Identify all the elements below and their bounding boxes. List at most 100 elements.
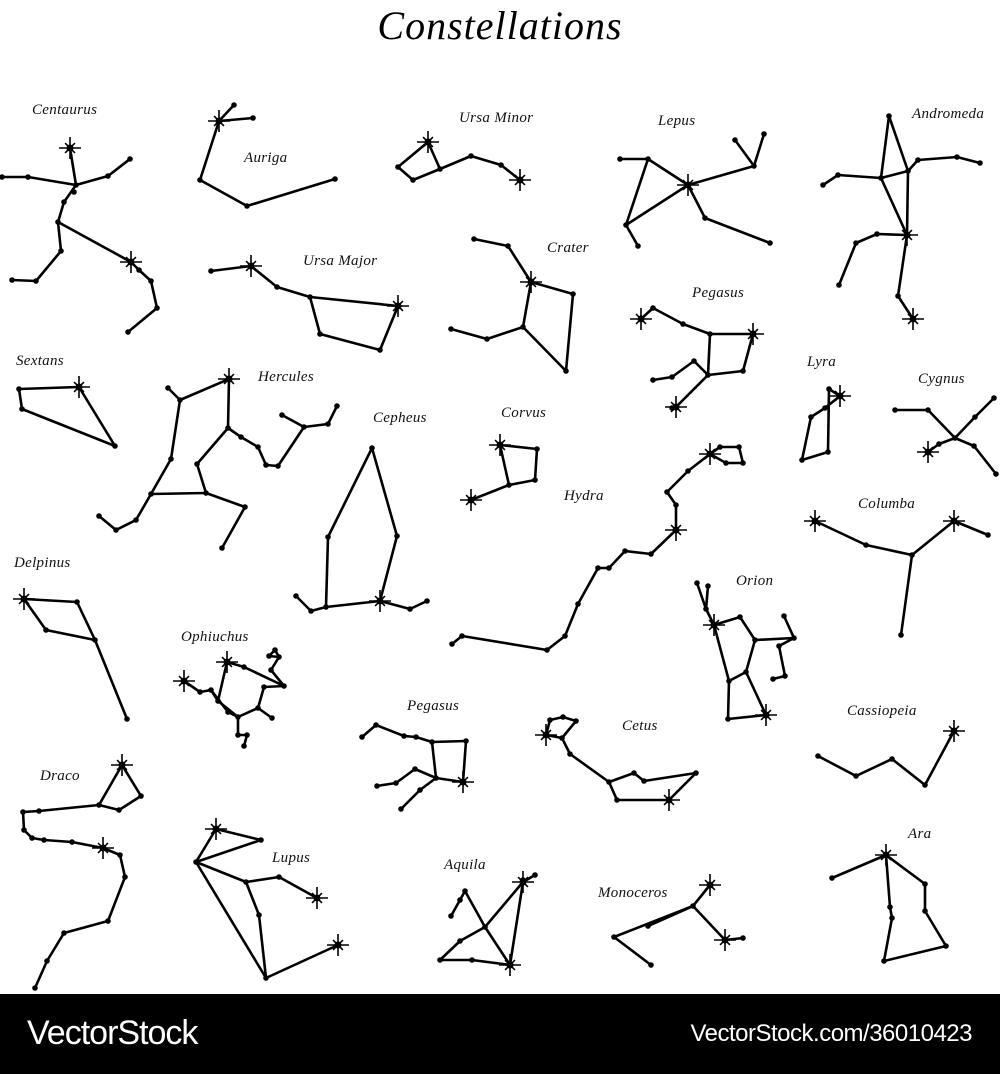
star-dot xyxy=(275,463,281,469)
star-dot xyxy=(424,598,430,604)
constellation-delpinus xyxy=(13,588,130,722)
constellation-line xyxy=(44,628,97,642)
star-dot xyxy=(468,153,474,159)
bright-star-dot xyxy=(459,778,467,786)
constellation-line xyxy=(438,154,473,171)
constellation-line xyxy=(890,757,927,787)
bright-star-dot xyxy=(665,796,673,804)
star-dot xyxy=(648,962,654,968)
bright-star-dot xyxy=(215,117,223,125)
constellation-line xyxy=(280,413,306,429)
star-dot xyxy=(308,608,314,614)
constellation-line xyxy=(836,173,883,180)
star-dot xyxy=(21,827,27,833)
constellation-label: Ara xyxy=(908,826,932,842)
constellation-line xyxy=(521,280,533,329)
star-dot xyxy=(69,839,75,845)
star-dot xyxy=(886,113,892,119)
constellation-line xyxy=(816,754,858,778)
star-dot xyxy=(274,284,280,290)
star-dot xyxy=(393,780,399,786)
bright-star-dot xyxy=(903,231,911,239)
constellation-line xyxy=(114,518,138,532)
star-dot xyxy=(717,444,723,450)
bright-star-dot xyxy=(75,383,83,391)
star-dot xyxy=(459,633,465,639)
constellation-cassiopeia xyxy=(815,720,965,788)
constellation-line xyxy=(308,295,322,336)
star-dot xyxy=(244,732,250,738)
constellation-line xyxy=(498,443,511,487)
constellation-line xyxy=(262,684,286,689)
star-dot xyxy=(359,734,365,740)
bright-star-dot xyxy=(684,181,692,189)
constellation-line xyxy=(879,169,910,180)
constellation-line xyxy=(712,615,742,627)
star-dot xyxy=(726,678,732,684)
constellation-line xyxy=(607,549,627,570)
constellation-line xyxy=(926,408,957,440)
constellation-line xyxy=(269,668,286,688)
star-dot xyxy=(225,425,231,431)
constellation-line xyxy=(470,958,512,967)
constellation-line xyxy=(521,325,568,373)
constellation-line xyxy=(449,327,489,341)
star-dot xyxy=(606,565,612,571)
star-dot xyxy=(276,654,282,660)
star-dot xyxy=(293,593,299,599)
star-dot xyxy=(693,770,699,776)
constellation-line xyxy=(485,325,525,341)
constellation-line xyxy=(733,138,756,168)
star-dot xyxy=(702,215,708,221)
star-dot xyxy=(853,773,859,779)
bright-star-dot xyxy=(749,330,757,338)
star-dot xyxy=(705,583,711,589)
star-dot xyxy=(235,714,241,720)
bright-star-dot xyxy=(527,278,535,286)
constellation-line xyxy=(56,220,63,253)
constellation-line xyxy=(670,359,696,379)
constellation-line xyxy=(879,176,909,237)
constellation-crater xyxy=(448,236,576,374)
constellation-line xyxy=(545,634,567,652)
watermark-footer: VectorStock VectorStock.com/36010423 xyxy=(0,994,1000,1074)
constellation-line xyxy=(277,875,319,900)
bright-star-dot xyxy=(127,258,135,266)
star-dot xyxy=(281,683,287,689)
bright-star-dot xyxy=(247,262,255,270)
bright-star-dot xyxy=(710,621,718,629)
constellation-line xyxy=(887,114,910,173)
bright-star-dot xyxy=(909,315,917,323)
star-dot xyxy=(820,182,826,188)
constellation-line xyxy=(37,803,101,813)
constellation-line xyxy=(430,740,438,780)
star-dot xyxy=(33,278,39,284)
constellation-line xyxy=(695,581,708,611)
constellation-line xyxy=(612,935,653,967)
constellation-line xyxy=(178,377,231,402)
constellation-line xyxy=(651,306,685,326)
constellation-line xyxy=(302,422,330,429)
star-dot xyxy=(125,329,131,335)
constellation-label: Cygnus xyxy=(918,371,965,387)
star-dot xyxy=(258,837,264,843)
star-dot xyxy=(243,879,249,885)
star-dot xyxy=(570,291,576,297)
star-dot xyxy=(71,189,77,195)
star-dot xyxy=(641,778,647,784)
star-dot xyxy=(113,527,119,533)
star-dot xyxy=(573,718,579,724)
constellation-line xyxy=(97,763,124,807)
bright-star-dot xyxy=(20,595,28,603)
constellation-label: Corvus xyxy=(501,405,547,421)
star-dot xyxy=(193,859,199,865)
star-dot xyxy=(215,698,221,704)
star-dot xyxy=(279,412,285,418)
star-dot xyxy=(61,199,67,205)
star-dot xyxy=(401,733,407,739)
star-dot xyxy=(743,669,749,675)
star-dot xyxy=(532,477,538,483)
star-dot xyxy=(898,632,904,638)
bright-star-dot xyxy=(950,517,958,525)
star-dot xyxy=(669,374,675,380)
